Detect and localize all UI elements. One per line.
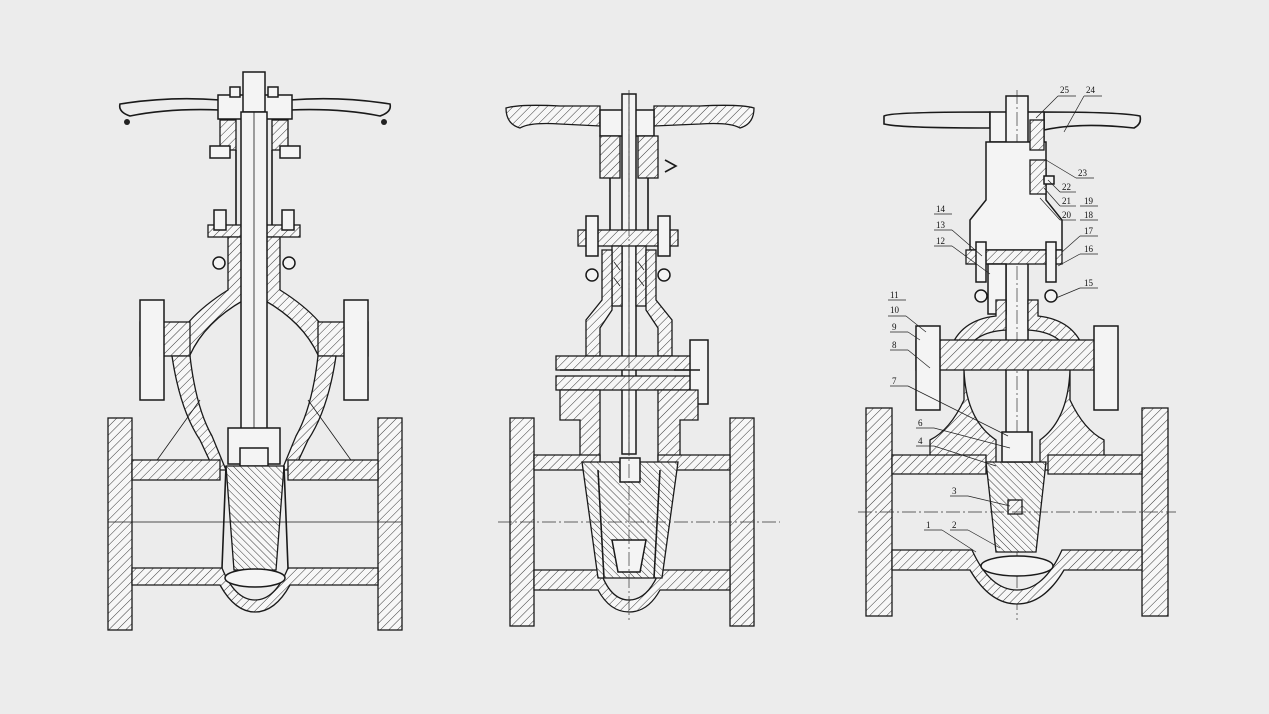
part-labels: 25 24 23 22 21 19 20 18 17 16 15 14 13 [888, 85, 1102, 553]
part-label-21: 21 [1062, 196, 1071, 206]
part-label-20: 20 [1062, 210, 1072, 220]
part-label-3: 3 [952, 486, 957, 496]
part-label-16: 16 [1084, 244, 1094, 254]
part-label-1: 1 [926, 520, 931, 530]
part-label-4: 4 [918, 436, 923, 446]
part-label-2: 2 [952, 520, 957, 530]
part-label-11: 11 [890, 290, 899, 300]
valve-left-drawing [107, 71, 403, 631]
left-stem-top [242, 71, 266, 113]
part-label-23: 23 [1078, 168, 1088, 178]
part-label-12: 12 [936, 236, 945, 246]
part-label-25: 25 [1060, 85, 1070, 95]
valve-middle-drawing [498, 90, 780, 627]
part-label-18: 18 [1084, 210, 1094, 220]
part-label-14: 14 [936, 204, 946, 214]
part-label-17: 17 [1084, 226, 1094, 236]
part-label-7: 7 [892, 376, 897, 386]
part-label-6: 6 [918, 418, 923, 428]
part-label-9: 9 [892, 322, 897, 332]
part-label-10: 10 [890, 305, 900, 315]
part-label-24: 24 [1086, 85, 1096, 95]
part-label-13: 13 [936, 220, 946, 230]
part-label-22: 22 [1062, 182, 1071, 192]
part-label-19: 19 [1084, 196, 1094, 206]
part-label-15: 15 [1084, 278, 1094, 288]
part-label-8: 8 [892, 340, 897, 350]
valve-right-drawing: 25 24 23 22 21 19 20 18 17 16 15 14 13 [858, 85, 1176, 620]
